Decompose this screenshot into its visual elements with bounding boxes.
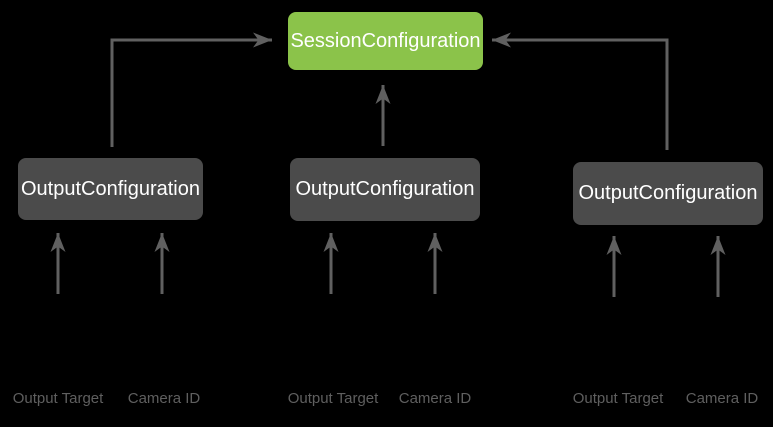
node-output-configuration-2: OutputConfiguration bbox=[290, 158, 480, 221]
node-output-configuration-3: OutputConfiguration bbox=[573, 162, 763, 225]
node-output-configuration-3-label: OutputConfiguration bbox=[578, 182, 758, 204]
input-label-output-target-2: Output Target bbox=[287, 390, 379, 407]
input-label-camera-id-1: Camera ID bbox=[127, 390, 201, 407]
node-output-configuration-1-label: OutputConfiguration bbox=[20, 177, 200, 200]
node-output-configuration-2-label: OutputConfiguration bbox=[295, 178, 475, 200]
node-output-configuration-1: OutputConfiguration bbox=[18, 158, 203, 220]
arrow-output1-to-session bbox=[110, 32, 272, 147]
node-session-configuration-label: SessionConfiguration bbox=[290, 29, 481, 52]
input-label-camera-id-2: Camera ID bbox=[398, 390, 472, 407]
input-label-output-target-1: Output Target bbox=[12, 390, 104, 407]
arrow-output3-to-session bbox=[492, 32, 669, 150]
input-label-camera-id-3: Camera ID bbox=[685, 390, 759, 407]
node-session-configuration: SessionConfiguration bbox=[288, 12, 483, 70]
input-label-output-target-3: Output Target bbox=[572, 390, 664, 407]
